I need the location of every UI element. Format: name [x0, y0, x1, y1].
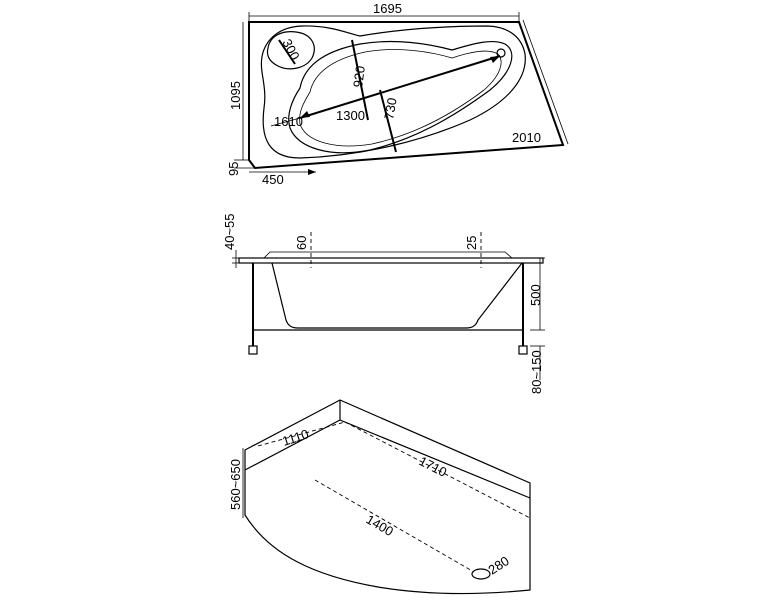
dim-rim-95: 95: [226, 162, 241, 176]
dim-offset-450: 450: [262, 172, 284, 187]
dim-left-rim-60: 60: [294, 236, 309, 250]
side-rim: [238, 257, 544, 264]
dim-headrest-300: 300: [279, 36, 302, 62]
dim-rim-thickness: 40~55: [222, 213, 237, 250]
dim-outer-length-1610: 1610: [274, 114, 303, 129]
top-view: 1695 1095 2010 300 1300 1610 920 730 95 …: [226, 1, 569, 187]
dim-inner-width-920: 920: [350, 65, 368, 89]
leg-left: [248, 345, 258, 355]
top-view-bowl-inner: [299, 49, 502, 147]
drain-icon: [496, 48, 506, 58]
dim-width-1695: 1695: [373, 1, 402, 16]
dim-height-500: 500: [528, 284, 543, 306]
dim-long-side-1710: 1710: [417, 453, 450, 479]
dim-front-1400: 1400: [364, 512, 397, 539]
dim-height-iso: 560~650: [228, 459, 243, 510]
top-view-rim: [260, 25, 526, 159]
top-view-outline: [248, 21, 565, 170]
side-view: 40~55 60 25 500 80~150: [222, 213, 545, 394]
headrest: [266, 31, 315, 70]
dim-legs: 80~150: [529, 350, 544, 394]
leg-right: [518, 345, 528, 355]
dim-inner-length-1300: 1300: [336, 108, 365, 123]
isometric-view: 1110 1710 560~650 1400 280: [228, 399, 531, 595]
dim-inner-depth-730: 730: [381, 97, 400, 121]
top-view-bowl: [288, 40, 513, 154]
iso-outline: [244, 399, 531, 595]
dim-height-1095: 1095: [228, 81, 243, 110]
side-tub-body: [271, 262, 523, 329]
dim-diagonal-2010: 2010: [512, 130, 541, 145]
iso-drain-icon: [471, 568, 491, 580]
dim-right-rim-25: 25: [464, 236, 479, 250]
